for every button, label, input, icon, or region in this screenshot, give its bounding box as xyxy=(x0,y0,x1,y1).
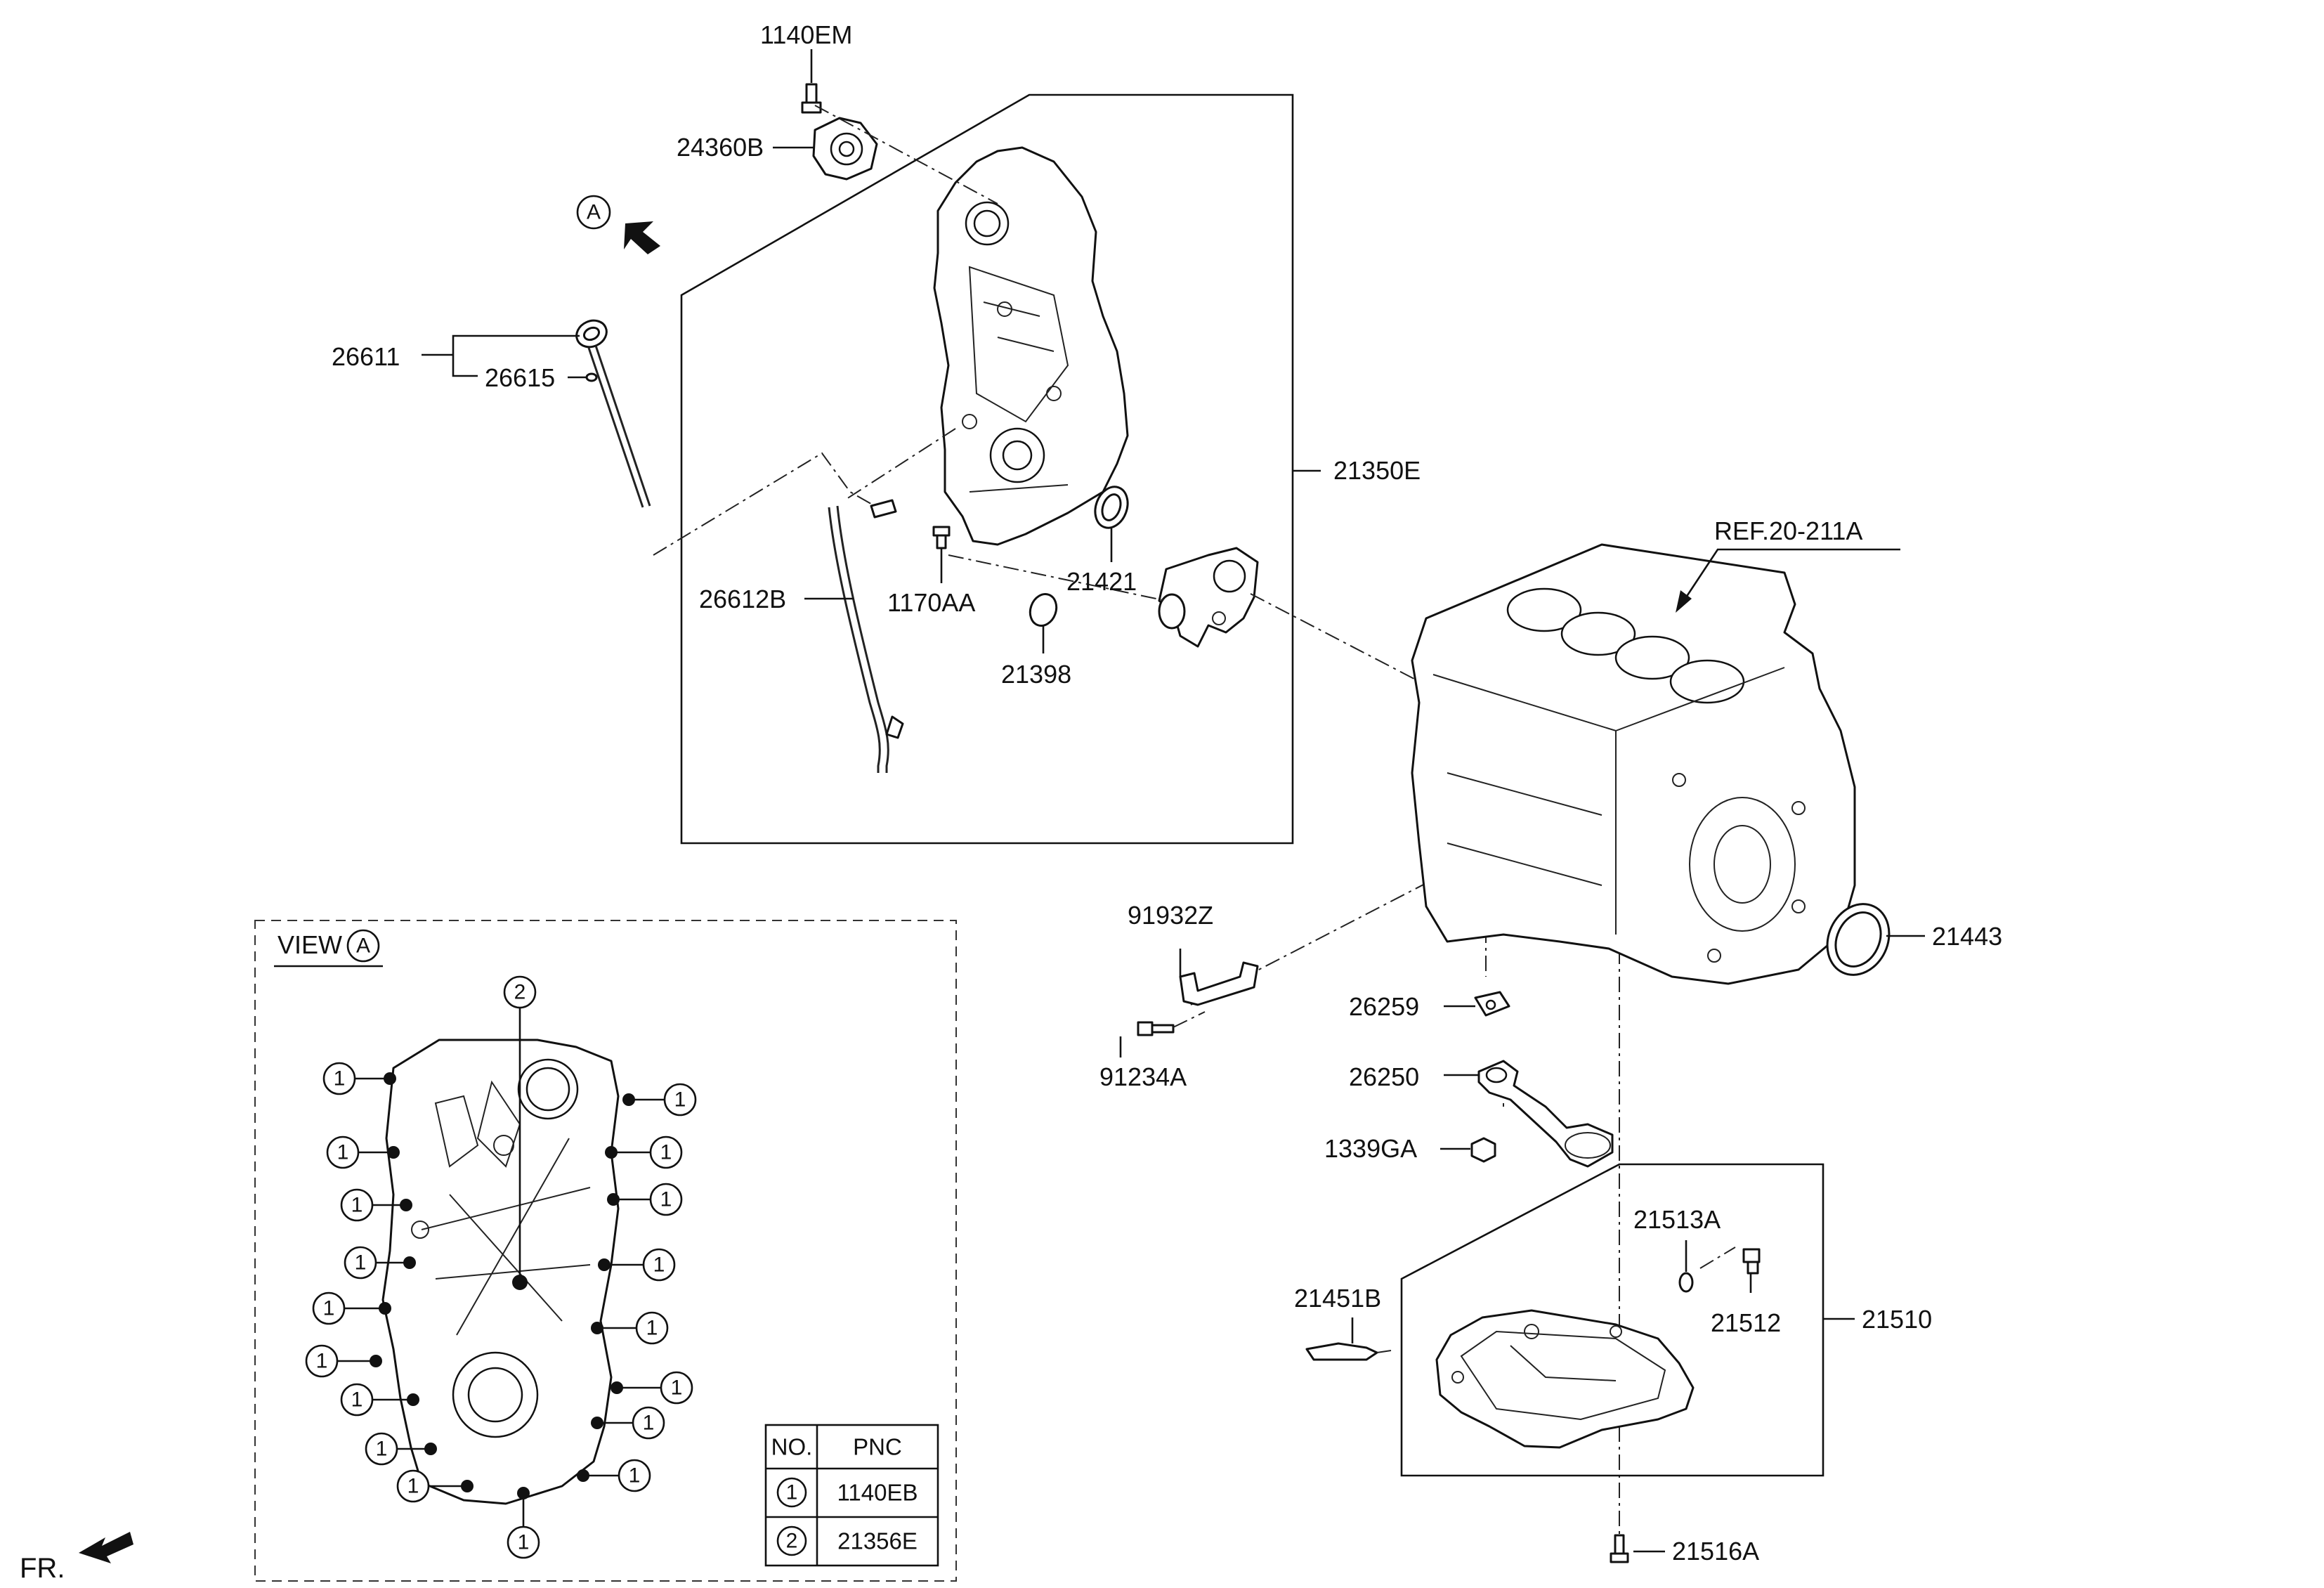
pnc-row-1-pnc: 1140EB xyxy=(837,1480,918,1506)
view-a-title: VIEW xyxy=(278,930,342,959)
front-label: FR. xyxy=(20,1553,65,1584)
label-26611: 26611 xyxy=(332,342,400,371)
label-1339GA: 1339GA xyxy=(1324,1134,1417,1163)
label-ref-20-211a: REF.20-211A xyxy=(1714,516,1862,545)
svg-text:1: 1 xyxy=(660,1141,672,1164)
view-a-callouts: 1 1 1 1 1 1 1 1 1 1 1 1 1 1 1 1 1 1 2 xyxy=(305,975,697,1559)
label-91234A: 91234A xyxy=(1099,1062,1187,1091)
svg-text:1: 1 xyxy=(351,1388,363,1412)
svg-text:1: 1 xyxy=(407,1475,419,1498)
oil-pan-group-box xyxy=(1400,1163,1824,1477)
label-1170AA: 1170AA xyxy=(887,588,975,617)
svg-text:1: 1 xyxy=(643,1412,655,1435)
svg-text:1: 1 xyxy=(323,1297,335,1320)
view-a-cover-outline xyxy=(381,1039,620,1505)
oil-pan-part xyxy=(1435,1309,1695,1449)
sealant-21451B-part xyxy=(1305,1342,1392,1361)
view-a-panel xyxy=(254,920,957,1582)
label-21516A: 21516A xyxy=(1672,1537,1759,1566)
svg-text:1: 1 xyxy=(646,1317,658,1340)
bolt-91234A-part xyxy=(1137,1021,1175,1036)
bracket-91932Z-part xyxy=(1179,961,1259,1006)
svg-text:1: 1 xyxy=(518,1531,530,1554)
label-24360B: 24360B xyxy=(677,133,764,162)
bolt-1170AA-part xyxy=(932,526,951,549)
view-a-title-letter: A xyxy=(356,935,370,958)
view-a-marker-letter: A xyxy=(587,201,601,224)
label-21421: 21421 xyxy=(1066,567,1137,596)
dipstick-tube-part xyxy=(828,499,904,773)
label-21513A: 21513A xyxy=(1633,1205,1721,1234)
view-a-leaders xyxy=(337,1008,664,1526)
label-26259: 26259 xyxy=(1349,992,1419,1021)
label-26612B: 26612B xyxy=(699,585,786,613)
front-direction-marker: FR. xyxy=(20,1532,133,1584)
pnc-header-pnc: PNC xyxy=(853,1434,902,1460)
label-21512: 21512 xyxy=(1711,1308,1781,1337)
bolt-21516A-part xyxy=(1610,1534,1629,1563)
svg-text:1: 1 xyxy=(334,1067,346,1091)
label-21443: 21443 xyxy=(1932,922,2002,951)
drain-plug-21512-part xyxy=(1742,1248,1761,1275)
view-a-bolt-dots xyxy=(370,1072,635,1499)
svg-text:1: 1 xyxy=(351,1194,363,1217)
svg-text:1: 1 xyxy=(660,1188,672,1211)
gasket-26259-part xyxy=(1474,991,1510,1017)
washer-21513A-part xyxy=(1678,1272,1694,1293)
water-pump-part xyxy=(812,117,878,181)
oil-seal-21421-part xyxy=(1094,486,1129,529)
thermostat-housing-part xyxy=(1158,547,1259,648)
label-1140EM: 1140EM xyxy=(760,20,852,49)
dipstick-part xyxy=(575,319,651,508)
pnc-header-no: NO. xyxy=(771,1434,813,1460)
bolt-1140EM-part xyxy=(801,83,822,114)
oil-strainer-part xyxy=(1477,1060,1614,1168)
svg-text:1: 1 xyxy=(671,1377,683,1400)
nut-1339GA-part xyxy=(1470,1137,1496,1163)
pnc-table: NO. PNC 1 1140EB 2 21356E xyxy=(764,1424,939,1567)
pnc-row-2-pnc: 21356E xyxy=(837,1528,918,1554)
o-ring-21398-part xyxy=(1029,593,1058,627)
rear-oil-seal-part xyxy=(1826,903,1891,976)
svg-text:1: 1 xyxy=(316,1350,328,1373)
label-21451B: 21451B xyxy=(1294,1284,1381,1313)
pnc-row-2-no: 2 xyxy=(786,1530,798,1553)
pnc-row-1-no: 1 xyxy=(786,1481,798,1504)
svg-text:1: 1 xyxy=(355,1251,367,1275)
svg-text:1: 1 xyxy=(337,1141,349,1164)
label-21398: 21398 xyxy=(1001,660,1071,689)
cylinder-block xyxy=(1411,543,1856,985)
label-91932Z: 91932Z xyxy=(1128,901,1213,930)
svg-text:1: 1 xyxy=(653,1254,665,1277)
label-21350E: 21350E xyxy=(1333,456,1421,485)
label-21510: 21510 xyxy=(1862,1305,1932,1334)
svg-text:1: 1 xyxy=(629,1464,641,1488)
cover-group-box xyxy=(680,93,1294,845)
svg-text:2: 2 xyxy=(514,981,526,1004)
view-a-marker: A xyxy=(576,195,660,254)
svg-text:1: 1 xyxy=(376,1438,388,1461)
timing-chain-cover xyxy=(933,146,1129,546)
label-26250: 26250 xyxy=(1349,1062,1419,1091)
label-26615: 26615 xyxy=(485,363,555,392)
svg-text:1: 1 xyxy=(674,1088,686,1112)
